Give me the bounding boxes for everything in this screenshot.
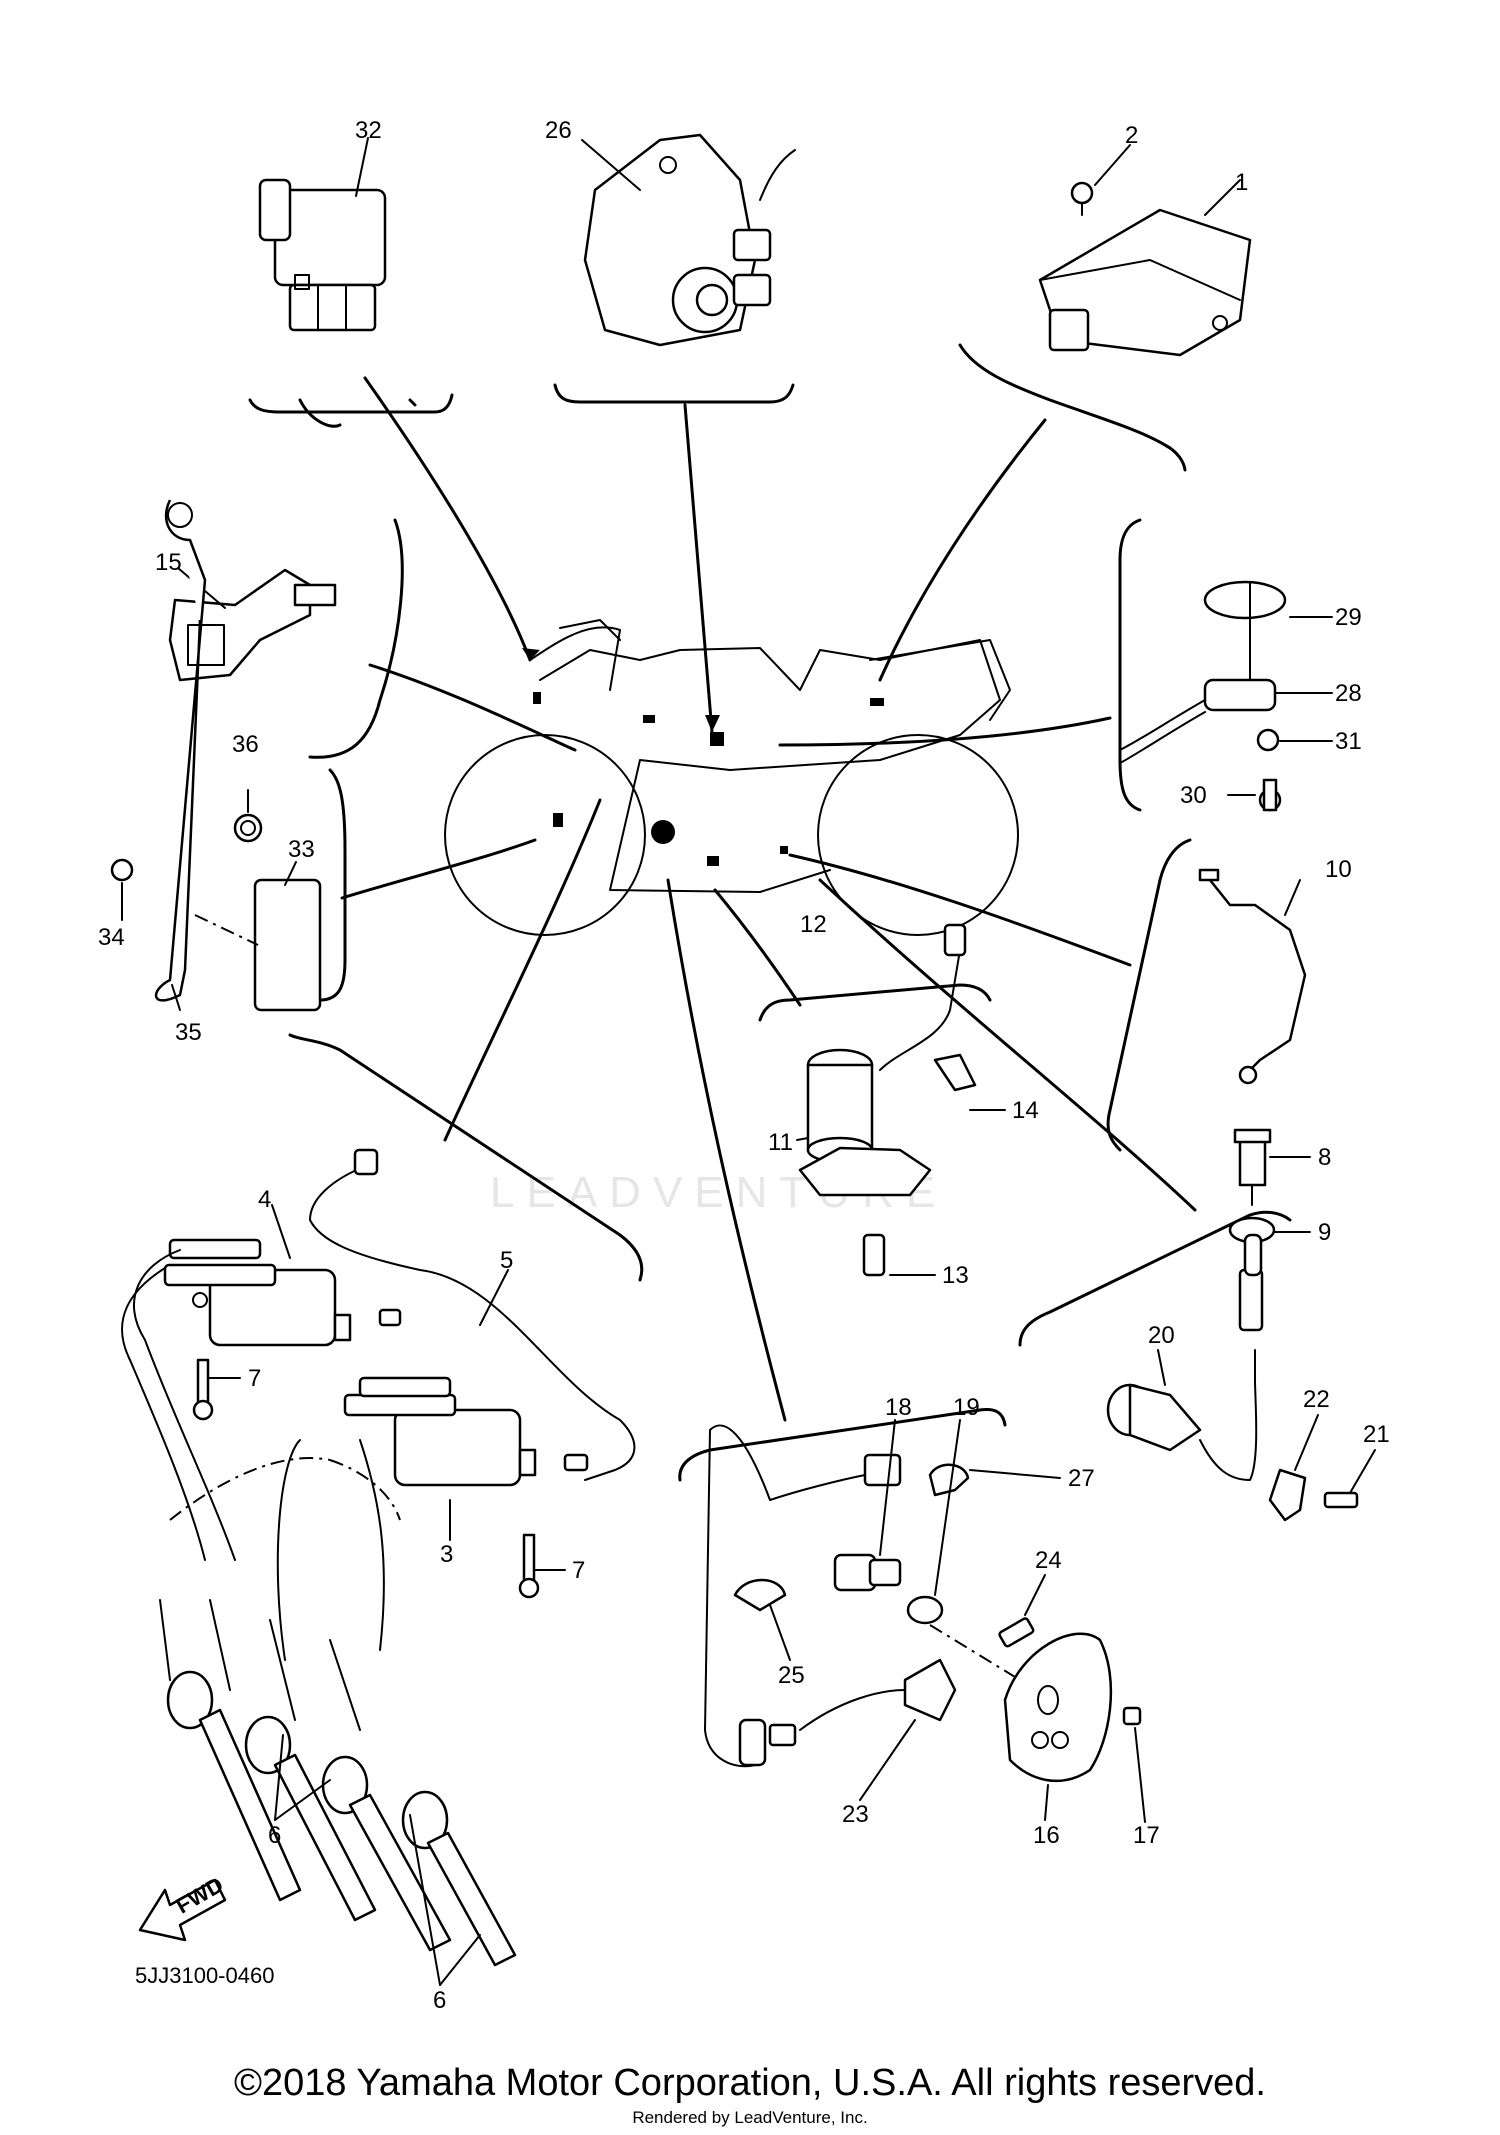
group-leader-lines — [340, 376, 1197, 1422]
callout-36: 36 — [232, 731, 259, 758]
callout-numbers: 32 26 2 1 15 29 28 31 30 36 33 34 35 12 … — [98, 117, 1390, 2014]
callout-20: 20 — [1148, 1322, 1175, 1349]
callout-7-upper: 7 — [248, 1365, 261, 1392]
callout-34: 34 — [98, 924, 125, 951]
part-33-bracket-pad — [110, 499, 322, 1012]
part-20-speed-sensor — [1106, 1233, 1359, 1522]
callout-35: 35 — [175, 1019, 202, 1046]
callout-24: 24 — [1035, 1547, 1062, 1574]
callout-27: 27 — [1068, 1465, 1095, 1492]
callout-18: 18 — [885, 1394, 912, 1421]
callout-29: 29 — [1335, 604, 1362, 631]
diagram-code: 5JJ3100-0460 — [135, 1963, 274, 1988]
part-32-relay — [258, 178, 387, 332]
callout-14: 14 — [1012, 1097, 1039, 1124]
part-1-control-unit — [1038, 208, 1252, 357]
callout-7-lower: 7 — [572, 1557, 585, 1584]
callout-17: 17 — [1133, 1822, 1160, 1849]
callout-6-lower: 6 — [433, 1987, 446, 2014]
callout-21: 21 — [1363, 1421, 1390, 1448]
part-6-plug-leads — [121, 1249, 517, 1967]
part-2-screw — [1070, 181, 1094, 216]
callout-13: 13 — [942, 1262, 969, 1289]
callout-3: 3 — [440, 1541, 453, 1568]
callout-31: 31 — [1335, 728, 1362, 755]
callout-6-upper: 6 — [268, 1822, 281, 1849]
callout-23: 23 — [842, 1801, 869, 1828]
fwd-arrow-icon: FWD — [138, 1872, 228, 1942]
callout-33: 33 — [288, 836, 315, 863]
part-29-28-switch — [1119, 580, 1287, 812]
callout-11: 11 — [768, 1129, 793, 1156]
callout-8: 8 — [1318, 1144, 1331, 1171]
callout-5: 5 — [500, 1247, 513, 1274]
callout-1: 1 — [1235, 169, 1248, 196]
motorcycle-outline — [444, 619, 1019, 936]
callout-28: 28 — [1335, 680, 1362, 707]
callout-25: 25 — [778, 1662, 805, 1689]
callout-22: 22 — [1303, 1386, 1330, 1413]
callout-19: 19 — [953, 1394, 980, 1421]
callout-2: 2 — [1125, 122, 1138, 149]
part-4-ignition-coil — [163, 1238, 352, 1347]
copyright-notice: ©2018 Yamaha Motor Corporation, U.S.A. A… — [234, 2062, 1266, 2104]
callout-15: 15 — [155, 549, 182, 576]
part-26-switch-unit — [583, 133, 796, 347]
callout-9: 9 — [1318, 1219, 1331, 1246]
part-23-sensor-harness — [704, 1424, 1142, 1783]
callout-16: 16 — [1033, 1822, 1060, 1849]
frame-mount-markers — [533, 692, 884, 866]
callout-12: 12 — [800, 911, 827, 938]
part-3-ignition-coil — [343, 1376, 537, 1487]
part-10-cable — [1198, 868, 1307, 1085]
callout-4: 4 — [258, 1186, 271, 1213]
callout-30: 30 — [1180, 782, 1207, 809]
callout-26: 26 — [545, 117, 572, 144]
part-15-sensor — [168, 568, 337, 682]
group-brackets — [248, 343, 1292, 1482]
part-8-plug — [1228, 1128, 1276, 1244]
callout-10: 10 — [1325, 856, 1352, 883]
part-7-bolts — [192, 1358, 540, 1599]
part-5-lead-wire — [309, 1148, 636, 1481]
part-11-starter-relay — [798, 923, 977, 1277]
rendered-by-credit: Rendered by LeadVenture, Inc. — [632, 2108, 868, 2127]
callout-32: 32 — [355, 117, 382, 144]
